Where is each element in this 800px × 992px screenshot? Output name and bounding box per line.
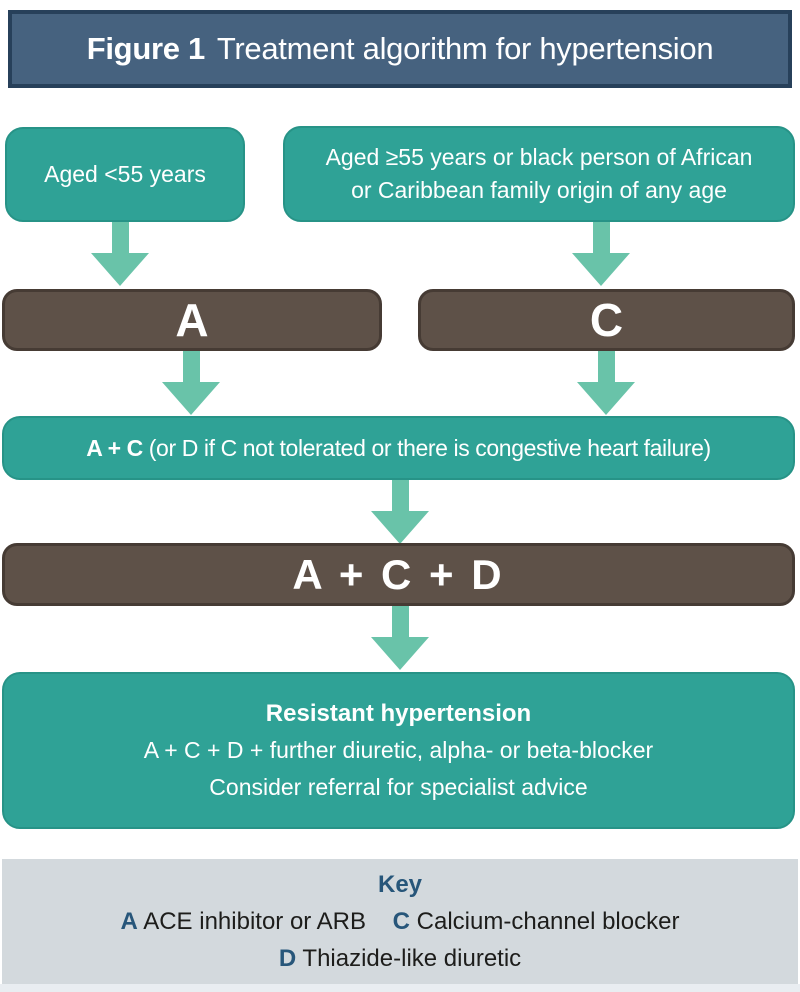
node-aged-55-or-black-line2: or Caribbean family origin of any age (351, 177, 727, 203)
arrow-shaft (111, 222, 129, 253)
step2-rest-text: (or D if C not tolerated or there is con… (142, 434, 711, 461)
node-aged-under-55: Aged <55 years (5, 127, 245, 222)
node-step-a-c-d-label: A + C + D (292, 550, 505, 598)
legend-label-d: Thiazide-like diuretic (302, 945, 522, 972)
down-arrow-icon (371, 606, 429, 670)
arrow-head (162, 382, 220, 415)
legend-key-box: Key A ACE inhibitor or ARB C Calcium-cha… (2, 859, 798, 984)
node-drug-c: C (418, 289, 795, 351)
arrow-shaft (597, 351, 615, 382)
resistant-hypertension-title: Resistant hypertension (265, 700, 532, 727)
node-aged-55-or-black-line1: Aged ≥55 years or black person of Africa… (325, 144, 753, 170)
legend-letter-d: D (278, 945, 297, 972)
down-arrow-icon (577, 351, 635, 415)
down-arrow-icon (91, 222, 149, 286)
legend-entry-a: A ACE inhibitor or ARB (121, 908, 373, 935)
legend-letter-a: A (120, 908, 138, 935)
figure-header: Figure 1 Treatment algorithm for hyperte… (8, 10, 792, 88)
legend-entry-d: D Thiazide-like diuretic (279, 945, 521, 972)
arrow-shaft (182, 351, 200, 382)
down-arrow-icon (572, 222, 630, 286)
legend-label-c: Calcium-channel blocker (416, 908, 680, 935)
legend-letter-c: C (392, 908, 410, 935)
arrow-head (371, 637, 429, 670)
figure-title: Treatment algorithm for hypertension (216, 31, 714, 66)
node-drug-a: A (2, 289, 382, 351)
legend-row-2: D Thiazide-like diuretic (279, 940, 521, 977)
node-aged-under-55-label: Aged <55 years (44, 161, 206, 187)
legend-label-a: ACE inhibitor or ARB (143, 908, 366, 935)
node-resistant-hypertension: Resistant hypertension A + C + D + furth… (2, 672, 795, 829)
figure-label: Figure 1 (86, 31, 205, 66)
down-arrow-icon (162, 351, 220, 415)
arrow-head (91, 253, 149, 286)
bottom-margin-strip (0, 984, 800, 992)
arrow-head (572, 253, 630, 286)
arrow-head (577, 382, 635, 415)
node-aged-55-or-black: Aged ≥55 years or black person of Africa… (283, 126, 795, 222)
legend-entry-c: C Calcium-channel blocker (393, 908, 680, 935)
resistant-hypertension-line2: A + C + D + further diuretic, alpha- or … (143, 737, 654, 763)
down-arrow-icon (371, 480, 429, 544)
legend-row-1: A ACE inhibitor or ARB C Calcium-channel… (121, 903, 680, 940)
arrow-head (371, 511, 429, 544)
arrow-shaft (391, 606, 409, 637)
node-step-a-plus-c: A + C (or D if C not tolerated or there … (2, 416, 795, 480)
arrow-shaft (391, 480, 409, 511)
resistant-hypertension-line3: Consider referral for specialist advice (209, 774, 588, 800)
node-step-a-c-d: A + C + D (2, 543, 795, 606)
legend-key-title: Key (377, 871, 423, 898)
arrow-shaft (592, 222, 610, 253)
step2-bold-text: A + C (86, 434, 143, 461)
node-drug-c-label: C (589, 294, 624, 346)
node-step-a-plus-c-label: A + C (or D if C not tolerated or there … (86, 435, 711, 462)
node-drug-a-label: A (175, 294, 209, 346)
